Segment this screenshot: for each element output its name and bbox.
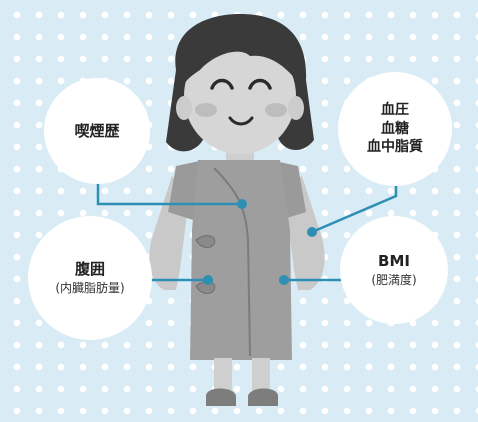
gown-tie-upper: [195, 235, 216, 248]
right-leg: [252, 358, 270, 398]
dot-bmi: [279, 275, 289, 285]
label-blood-lipids: 血中脂質: [367, 139, 423, 156]
left-leg: [214, 358, 232, 398]
connector-dots: [203, 199, 317, 285]
bubble-waist: 腹囲 (内臓脂肪量): [28, 216, 152, 340]
label-bmi-sub: (肥満度): [371, 273, 417, 288]
bubble-bmi: BMI (肥満度): [340, 216, 448, 324]
face: [184, 38, 296, 154]
right-cheek: [265, 103, 287, 117]
label-smoking: 喫煙歴: [74, 121, 120, 140]
dot-smoking: [237, 199, 247, 209]
left-ear: [176, 96, 192, 120]
dot-blood: [307, 227, 317, 237]
gown: [190, 160, 292, 360]
connector-smoking: [96, 176, 242, 206]
hair-bangs: [184, 24, 298, 84]
right-eye: [248, 78, 272, 90]
label-blood-pressure: 血圧: [381, 102, 409, 119]
bubble-smoking: 喫煙歴: [44, 78, 150, 184]
label-bmi: BMI: [378, 251, 410, 270]
label-blood-sugar: 血糖: [381, 120, 409, 137]
label-waist-sub: (内臓脂肪量): [55, 281, 125, 296]
bubble-blood: 血圧 血糖 血中脂質: [338, 72, 452, 186]
label-waist: 腹囲: [74, 259, 105, 278]
right-shoe: [248, 388, 278, 406]
mouth: [228, 116, 254, 126]
left-cheek: [195, 103, 217, 117]
dot-waist: [203, 275, 213, 285]
right-ear: [288, 96, 304, 120]
left-shoe: [206, 388, 236, 406]
left-eye: [210, 78, 234, 90]
